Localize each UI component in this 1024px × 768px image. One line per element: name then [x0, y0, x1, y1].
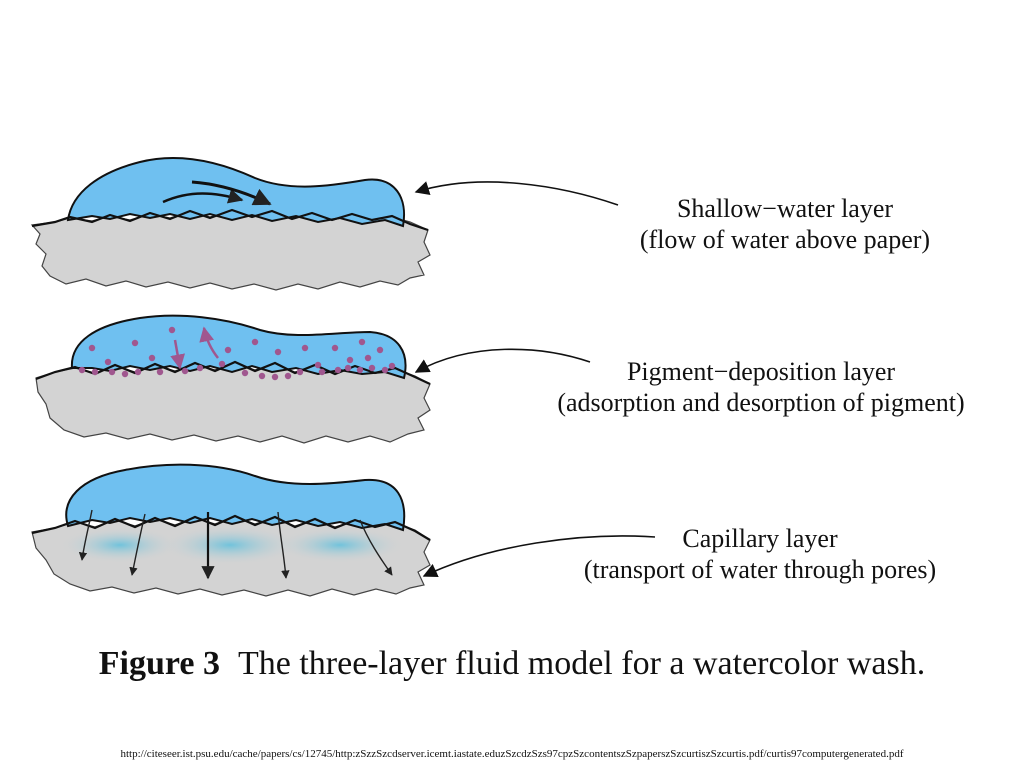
- figure-caption: Figure 3 The three-layer fluid model for …: [0, 645, 1024, 683]
- adsorption-arrow-icon: [170, 339, 186, 370]
- pointer-arrow-icon: [414, 348, 591, 373]
- caption-text: The three-layer fluid model for a waterc…: [237, 645, 926, 682]
- flow-arrow-icon: [191, 180, 272, 206]
- water-layer-3: [65, 463, 406, 532]
- paper-surface-line-1: [31, 208, 429, 232]
- shallow-water-panel: [30, 156, 619, 291]
- desorption-arrow-icon: [199, 326, 219, 359]
- figure-number: Figure 3: [98, 645, 220, 682]
- source-url: http://citeseer.ist.psu.edu/cache/papers…: [120, 748, 904, 760]
- capillary-arrow-icon: [129, 513, 146, 576]
- pointer-arrow-icon: [414, 181, 619, 206]
- flow-arrow-icon: [162, 188, 244, 204]
- shallow-water-label: Shallow−water layer (flow of water above…: [590, 193, 980, 255]
- capillary-wet-region: [275, 527, 405, 563]
- paper-surface-line-2: [35, 360, 431, 385]
- capillary-panel: [31, 463, 656, 597]
- pointer-arrow-icon: [422, 535, 656, 578]
- capillary-arrow-icon: [359, 519, 393, 576]
- layer-title: Shallow−water layer: [676, 194, 894, 223]
- capillary-wet-region: [60, 527, 180, 563]
- layer-title: Capillary layer: [682, 524, 838, 553]
- pigment-deposition-label: Pigment−deposition layer (adsorption and…: [516, 356, 1006, 418]
- layer-title: Pigment−deposition layer: [626, 357, 896, 386]
- layer-subtitle: (transport of water through pores): [583, 555, 937, 584]
- layer-subtitle: (adsorption and desorption of pigment): [557, 388, 965, 417]
- capillary-arrow-icon: [277, 511, 290, 579]
- three-layer-diagram: [30, 156, 656, 597]
- capillary-label: Capillary layer (transport of water thro…: [540, 523, 980, 585]
- capillary-wet-region: [160, 525, 300, 565]
- pigment-particles: [78, 326, 396, 381]
- pigment-deposition-panel: [35, 314, 591, 444]
- capillary-arrow-icon: [78, 509, 93, 561]
- layer-subtitle: (flow of water above paper): [639, 225, 931, 254]
- paper-surface-line-3: [31, 514, 431, 541]
- capillary-arrows: [78, 509, 393, 580]
